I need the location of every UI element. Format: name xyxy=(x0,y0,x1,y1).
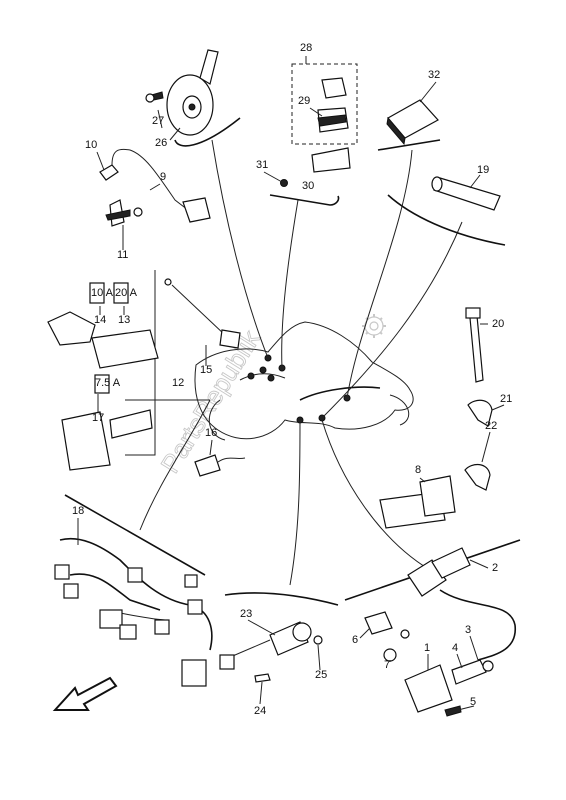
callout-10: 10 xyxy=(85,139,97,151)
callout-5: 5 xyxy=(470,696,476,708)
callout-16: 16 xyxy=(205,427,217,439)
protector-tube xyxy=(431,176,501,211)
callout-21: 21 xyxy=(500,393,512,405)
gear-logo-icon xyxy=(362,314,386,338)
callout-15: 15 xyxy=(200,364,212,376)
callout-23: 23 xyxy=(240,608,252,620)
speed-sensor xyxy=(379,475,456,529)
callout-labels: 1 2 3 4 5 6 7 8 9 10 11 12 13 14 15 16 1… xyxy=(72,42,512,717)
callout-20: 20 xyxy=(492,318,504,330)
callout-2: 2 xyxy=(492,562,498,574)
connector-dots xyxy=(247,354,351,424)
watermark: PartsRepublik xyxy=(154,324,267,479)
sensor-lead xyxy=(164,278,246,477)
harness-leader-lines xyxy=(139,139,463,586)
callout-19: 19 xyxy=(477,164,489,176)
horn xyxy=(145,49,219,136)
callout-25: 25 xyxy=(315,669,327,681)
cable-ties xyxy=(464,307,493,491)
callout-30: 30 xyxy=(302,180,314,192)
callout-32: 32 xyxy=(428,69,440,81)
motorcycle-outline xyxy=(194,321,414,441)
callout-12: 12 xyxy=(172,377,184,389)
callout-22: 22 xyxy=(485,420,497,432)
neutral-switch xyxy=(99,148,211,227)
callout-26: 26 xyxy=(155,137,167,149)
callout-14: 14 xyxy=(94,314,106,326)
callout-3: 3 xyxy=(465,624,471,636)
callout-24: 24 xyxy=(254,705,266,717)
direction-arrow-icon xyxy=(52,676,118,711)
callout-27: 27 xyxy=(152,115,164,127)
callout-8: 8 xyxy=(415,464,421,476)
relay-group xyxy=(280,63,358,187)
callout-28: 28 xyxy=(300,42,312,54)
callout-29: 29 xyxy=(298,95,310,107)
fuse-label-10a: 10 A xyxy=(91,287,114,299)
watermark-text: PartsRepublik xyxy=(155,324,267,478)
callout-11: 11 xyxy=(117,249,128,261)
callout-6: 6 xyxy=(352,634,358,646)
fuse-box: 10 A 20 A 7.5 A xyxy=(47,282,159,471)
callout-31: 31 xyxy=(256,159,268,171)
callout-leaders xyxy=(77,56,505,711)
callout-13: 13 xyxy=(118,314,130,326)
control-module xyxy=(386,99,439,146)
fuse-label-20a: 20 A xyxy=(115,287,138,299)
callout-18: 18 xyxy=(72,505,84,517)
callout-4: 4 xyxy=(452,642,458,654)
callout-7: 7 xyxy=(384,659,390,671)
callout-1: 1 xyxy=(424,642,430,654)
wire-harness xyxy=(54,537,213,687)
callout-9: 9 xyxy=(160,171,166,183)
stop-switch xyxy=(219,621,323,683)
fuse-label-7-5a: 7.5 A xyxy=(95,377,121,389)
callout-17: 17 xyxy=(92,412,104,424)
